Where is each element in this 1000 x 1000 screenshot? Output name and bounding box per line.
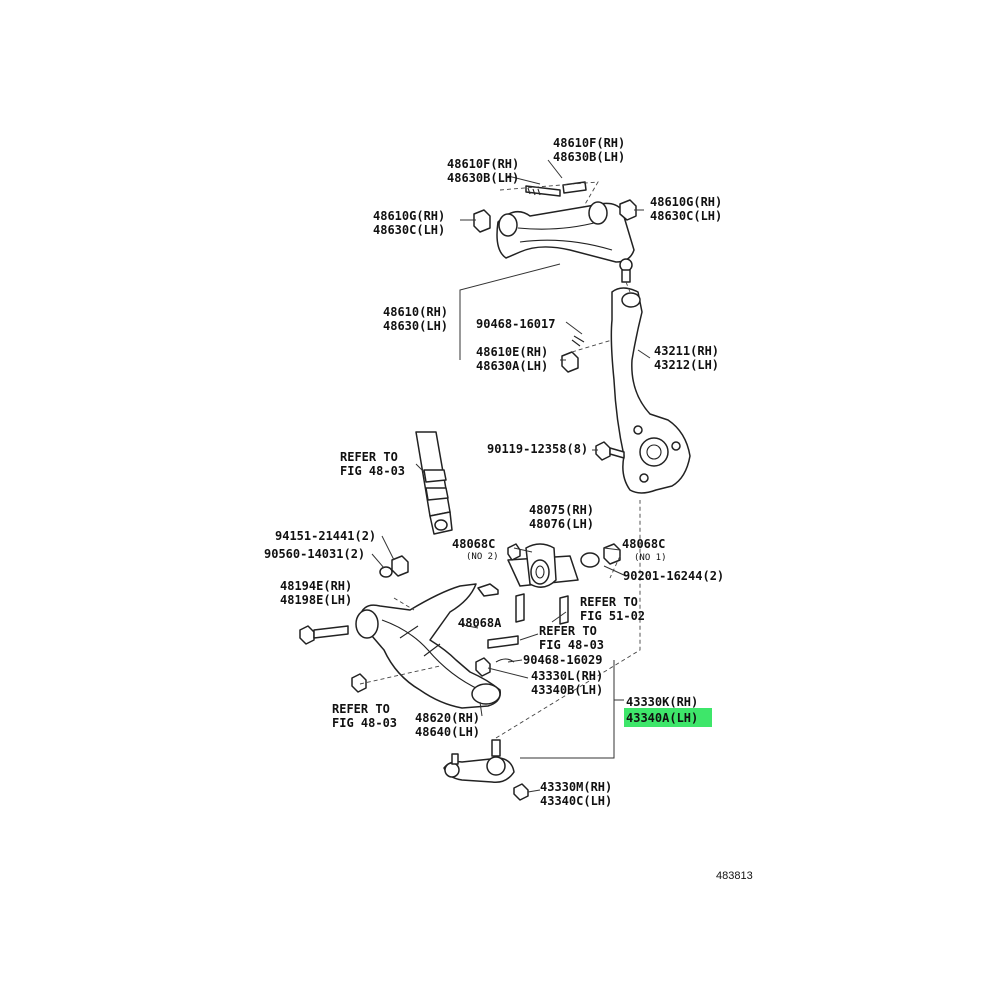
mid-hardware xyxy=(475,635,519,677)
upper-ball-joint-nut xyxy=(561,335,585,373)
lower-arm-bolt xyxy=(299,625,349,645)
highlight-box xyxy=(624,708,712,727)
label-lower-ball-joint-bolt-rh: 43330M(RH) xyxy=(540,780,612,794)
label-upper-ball-joint-lh: 48630A(LH) xyxy=(476,359,548,373)
label-washer-a: 48068A xyxy=(458,616,502,630)
label-48610G-rh-left: 48610G(RH) xyxy=(373,209,445,223)
label-washer-no1: 48068C xyxy=(622,537,665,551)
label-refer-51-02-2: FIG 51-02 xyxy=(580,609,645,623)
label-48630C-lh-right: 48630C(LH) xyxy=(650,209,722,223)
label-lower-ball-joint-rh: 43330K(RH) xyxy=(626,695,698,709)
label-lower-ball-joint-lh-highlighted: 43340A(LH) xyxy=(626,711,698,725)
knuckle-bolt xyxy=(595,441,625,461)
bushing-bolts xyxy=(515,593,569,625)
label-lower-ball-joint-upper-lh: 43340B(LH) xyxy=(531,683,603,697)
lower-control-arm xyxy=(355,583,501,709)
label-refer-48-03-low-1: REFER TO xyxy=(332,702,390,716)
label-refer-48-03-mid-1: REFER TO xyxy=(539,624,597,638)
label-lower-arm-rh: 48620(RH) xyxy=(415,711,480,725)
label-knuckle-lh: 43212(LH) xyxy=(654,358,719,372)
label-rear-bushing-lh: 48076(LH) xyxy=(529,517,594,531)
label-48610F-rh-left: 48610F(RH) xyxy=(447,157,519,171)
label-knuckle-rh: 43211(RH) xyxy=(654,344,719,358)
label-rear-bushing-rh: 48075(RH) xyxy=(529,503,594,517)
label-refer-48-03-mid-2: FIG 48-03 xyxy=(539,638,604,652)
label-washer-no2: 48068C xyxy=(452,537,495,551)
label-upper-ball-joint-rh: 48610E(RH) xyxy=(476,345,548,359)
label-48610F-rh-right: 48610F(RH) xyxy=(553,136,625,150)
label-bushing-nut: 90201-16244(2) xyxy=(623,569,724,583)
label-refer-shock-2: FIG 48-03 xyxy=(340,464,405,478)
shock-absorber xyxy=(415,431,453,535)
guide-lines xyxy=(359,181,641,739)
lower-ball-joint xyxy=(443,739,515,784)
leader-lines xyxy=(371,159,651,793)
steering-knuckle xyxy=(610,287,691,494)
stabilizer-hardware xyxy=(379,555,409,578)
catalog-number: 483813 xyxy=(716,870,753,882)
label-48630B-lh-right: 48630B(LH) xyxy=(553,150,625,164)
rear-bushing xyxy=(507,543,579,588)
label-48630B-lh-left: 48630B(LH) xyxy=(447,171,519,185)
upper-bolts xyxy=(525,181,587,197)
label-bushing-bolt-rh: 48194E(RH) xyxy=(280,579,352,593)
label-48610G-rh-right: 48610G(RH) xyxy=(650,195,722,209)
upper-control-arm xyxy=(496,201,635,283)
label-lower-arm-lh: 48640(LH) xyxy=(415,725,480,739)
label-washer-no1-note: (NO 1) xyxy=(634,553,667,563)
label-refer-48-03-low-2: FIG 48-03 xyxy=(332,716,397,730)
bushing-washers xyxy=(507,543,621,568)
labels: 48610F(RH) 48630B(LH) 48610F(RH) 48630B(… xyxy=(264,136,753,882)
label-washer-no2-note: (NO 2) xyxy=(466,552,499,562)
upper-nuts xyxy=(473,199,637,233)
label-stab-nut: 94151-21441(2) xyxy=(275,529,376,543)
lower-ball-joint-bolt xyxy=(513,783,529,801)
label-stab-washer: 90560-14031(2) xyxy=(264,547,365,561)
label-lower-ball-joint-bolt-lh: 43340C(LH) xyxy=(540,794,612,808)
label-48630C-lh-left: 48630C(LH) xyxy=(373,223,445,237)
label-refer-shock-1: REFER TO xyxy=(340,450,398,464)
label-bushing-bolt-lh: 48198E(LH) xyxy=(280,593,352,607)
lower-left-nut xyxy=(351,673,367,693)
label-upper-cotter-pin: 90468-16017 xyxy=(476,317,555,331)
label-upper-arm-rh: 48610(RH) xyxy=(383,305,448,319)
label-upper-arm-lh: 48630(LH) xyxy=(383,319,448,333)
label-lower-cotter-pin: 90468-16029 xyxy=(523,653,602,667)
label-refer-51-02-1: REFER TO xyxy=(580,595,638,609)
label-knuckle-bolt: 90119-12358(8) xyxy=(487,442,588,456)
label-lower-ball-joint-upper-rh: 43330L(RH) xyxy=(531,669,603,683)
